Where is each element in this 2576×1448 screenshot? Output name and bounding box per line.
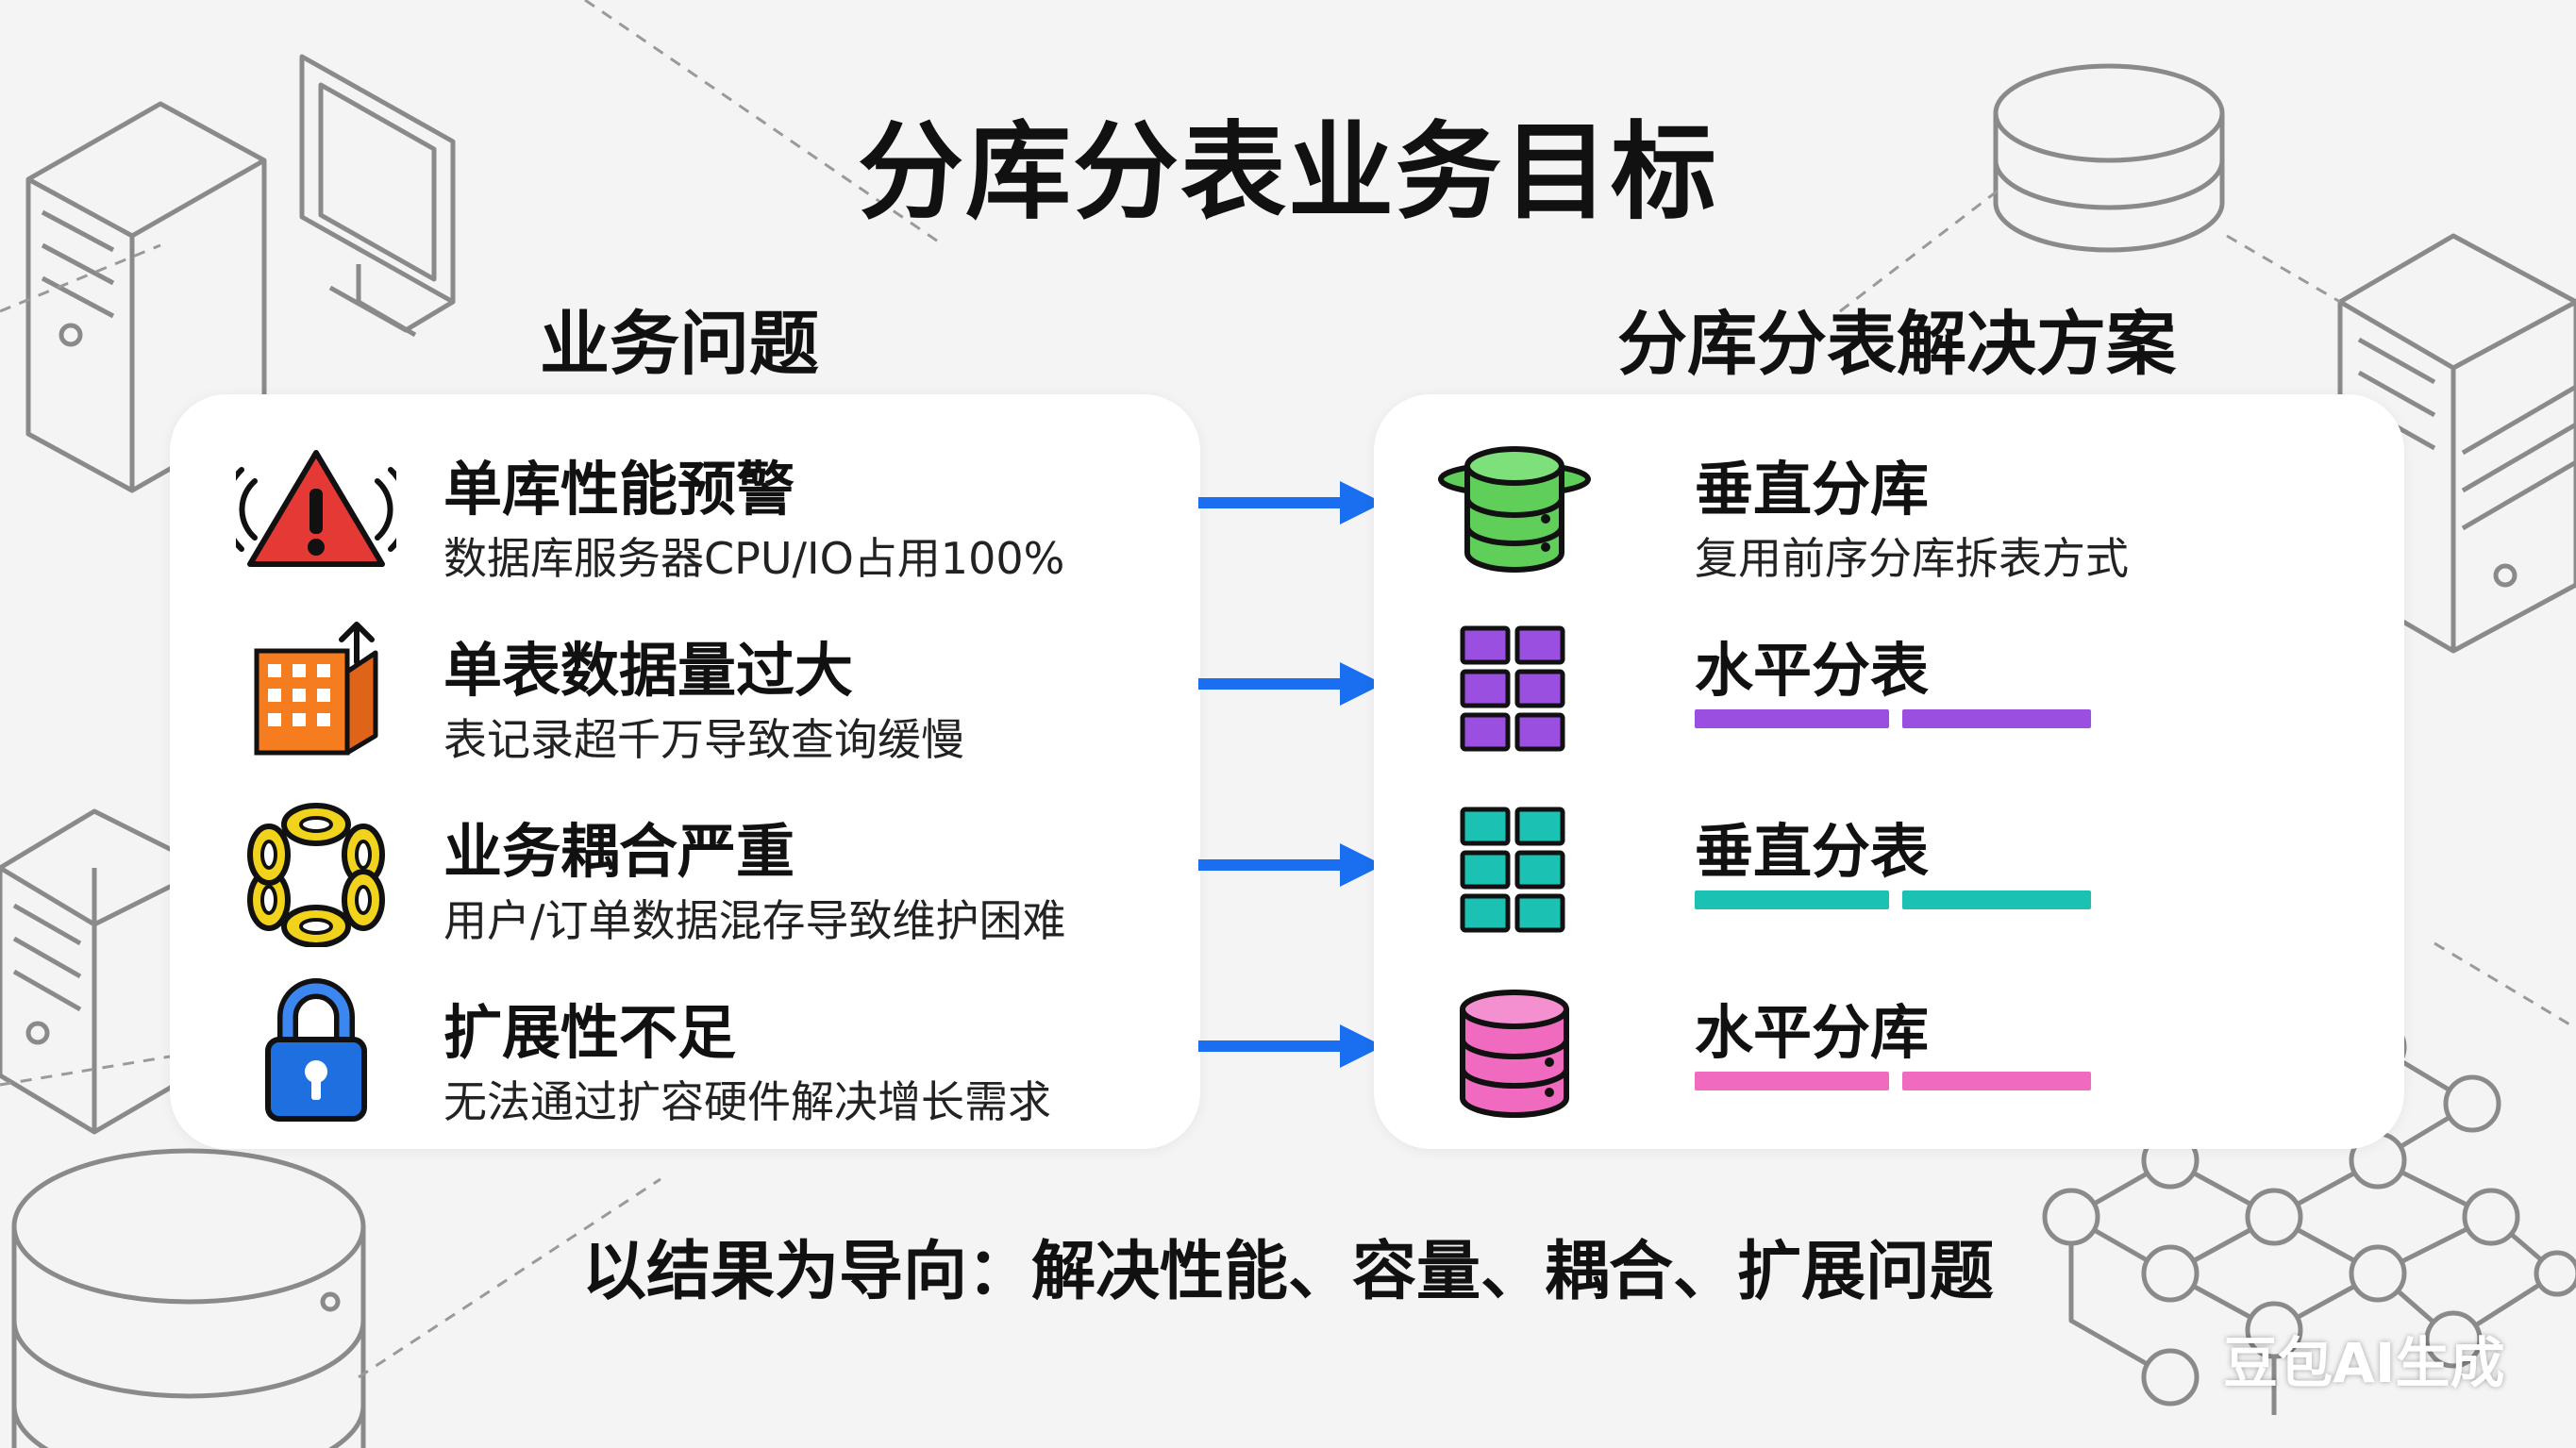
arrow-icon — [1198, 481, 1383, 524]
progress-bar — [1695, 890, 1889, 909]
solution-title: 水平分库 — [1695, 998, 1930, 1067]
solution-item: 水平分表 — [1434, 615, 2378, 766]
problem-desc: 数据库服务器CPU/IO占用100% — [443, 533, 1065, 584]
arrow-icon — [1198, 662, 1383, 706]
grid-icon — [1460, 807, 1565, 933]
problem-desc: 用户/订单数据混存导致维护困难 — [443, 895, 1066, 946]
arrow-icon — [1198, 843, 1383, 887]
lock-icon — [265, 978, 367, 1122]
database-icon — [1460, 990, 1569, 1118]
progress-bar — [1695, 1072, 1889, 1090]
solution-item: 垂直分表 — [1434, 796, 2378, 947]
problem-desc: 表记录超千万导致查询缓慢 — [443, 714, 964, 765]
summary-text: 以结果为导向：解决性能、容量、耦合、扩展问题 — [581, 1235, 1994, 1309]
progress-bar — [1695, 709, 1889, 728]
arrow-icon — [1198, 1024, 1383, 1068]
warning-icon — [236, 450, 396, 567]
progress-bar — [1902, 709, 2091, 728]
monitor-icon — [299, 54, 456, 338]
solution-title: 垂直分库 — [1695, 455, 1930, 524]
problem-title: 业务耦合严重 — [443, 817, 795, 886]
problem-title: 扩展性不足 — [443, 998, 737, 1067]
page-title: 分库分表业务目标 — [858, 111, 1718, 234]
solution-item: 水平分库 — [1434, 977, 2378, 1128]
building-growth-icon — [254, 622, 378, 756]
solution-item: 垂直分库 复用前序分库拆表方式 — [1434, 434, 2378, 585]
database-outline-icon — [1993, 63, 2225, 253]
problem-desc: 无法通过扩容硬件解决增长需求 — [443, 1076, 1051, 1127]
database-outline-icon — [11, 1148, 366, 1448]
problems-heading: 业务问题 — [540, 304, 819, 385]
problem-title: 单库性能预警 — [443, 455, 795, 524]
database-icon — [1438, 446, 1591, 573]
problem-item: 业务耦合严重 用户/订单数据混存导致维护困难 — [236, 796, 1179, 947]
solution-title: 垂直分表 — [1695, 817, 1930, 886]
progress-bar — [1902, 1072, 2091, 1090]
grid-icon — [1460, 625, 1565, 752]
problem-title: 单表数据量过大 — [443, 636, 854, 705]
solution-desc: 复用前序分库拆表方式 — [1695, 533, 2129, 584]
watermark: 豆包AI生成 — [2223, 1331, 2505, 1395]
problem-item: 单表数据量过大 表记录超千万导致查询缓慢 — [236, 615, 1179, 766]
progress-bar — [1902, 890, 2091, 909]
chain-icon — [247, 803, 385, 947]
problem-item: 扩展性不足 无法通过扩容硬件解决增长需求 — [236, 977, 1179, 1128]
solution-title: 水平分表 — [1695, 636, 1930, 705]
solutions-panel: 垂直分库 复用前序分库拆表方式 水平分表 垂直分表 — [1374, 394, 2404, 1149]
solutions-heading: 分库分表解决方案 — [1617, 304, 2176, 385]
problems-panel: 单库性能预警 数据库服务器CPU/IO占用100% 单表数据量过大 表记录超千万… — [170, 394, 1200, 1149]
problem-item: 单库性能预警 数据库服务器CPU/IO占用100% — [236, 434, 1179, 585]
